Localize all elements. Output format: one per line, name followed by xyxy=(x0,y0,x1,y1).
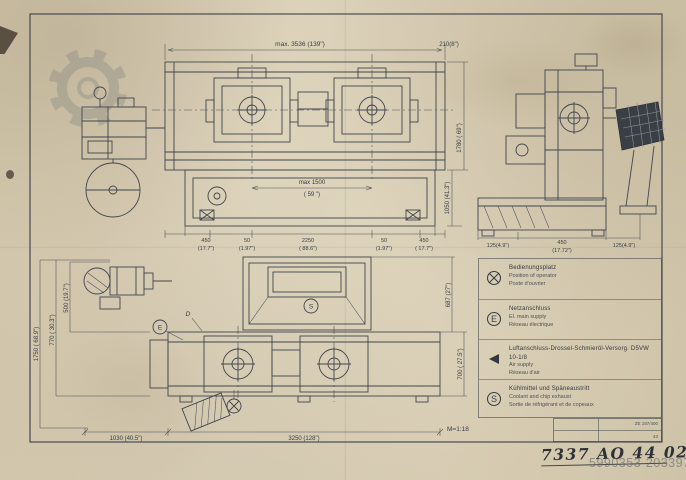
dim-500: 500 (19.7") xyxy=(64,283,70,312)
dim-1050: 1050 (41.3") xyxy=(445,182,451,215)
circle-s-letter: S xyxy=(491,394,497,404)
side-elevation-view xyxy=(477,53,666,237)
legend-text-de: Netzanschluss xyxy=(509,306,551,312)
circle-s-icon: S xyxy=(486,391,502,407)
top-view-centerlines xyxy=(152,54,456,180)
scale-label: M=1:18 xyxy=(447,426,469,433)
legend-text-fr: Réseau électrique xyxy=(509,321,554,328)
black-arrow-icon xyxy=(489,354,499,364)
dim-50l: 50 xyxy=(244,238,250,244)
dim-elev-450: 450 xyxy=(557,240,566,246)
mark-s: S xyxy=(309,304,314,311)
plan-view xyxy=(83,256,441,432)
dim-2250: 2250 xyxy=(302,238,314,244)
legend-item-coolant-chip-exhaust: S Kühlmittel und Späneaustritt Coolant a… xyxy=(479,379,661,419)
watermark-number: 5990353-20339735 xyxy=(589,456,686,470)
dim-1780: 1780 ( 69") xyxy=(457,123,463,152)
title-block-code: ZE 197/400 xyxy=(634,421,658,426)
paper-crease-horizontal xyxy=(0,246,686,249)
dim-1030: 1030 (40.5") xyxy=(110,436,143,442)
dim-210: 210(8") xyxy=(439,42,458,48)
legend-text-en: Coolant and chip exhaust xyxy=(509,393,572,400)
legend-item-air-supply: Luftanschluss-Drossel-Schmieröl-Versorg.… xyxy=(479,339,661,379)
legend-text-en: Air supply xyxy=(509,362,534,369)
punch-hole xyxy=(6,170,14,179)
paper-crease-vertical xyxy=(344,0,347,480)
circle-e-icon: E xyxy=(486,311,502,327)
dim-1500: max 1500 xyxy=(299,180,326,186)
dimension-lines xyxy=(39,44,641,436)
title-block-sheet: 43 xyxy=(652,434,658,439)
legend-text-en: Position of operator xyxy=(509,272,557,279)
dim-elev-450-in: (17.72") xyxy=(552,248,572,254)
legend-text-fr: Poste d'ouvrier xyxy=(509,280,546,287)
dim-687: 687 (27") xyxy=(446,283,452,307)
title-block: ZE 197/400 43 xyxy=(553,418,662,442)
dim-3250: 3250 (128") xyxy=(288,436,319,442)
legend: Bedienungsplatz Position of operator Pos… xyxy=(478,258,662,418)
dim-770: 770 ( 30.3") xyxy=(50,314,56,345)
dim-450l: 450 xyxy=(201,238,210,244)
gear-watermark-icon xyxy=(48,48,128,128)
mark-e: E xyxy=(158,325,163,332)
dim-450l-in: (17.7") xyxy=(198,246,214,252)
sheet-border xyxy=(29,13,663,443)
mark-d: D xyxy=(186,311,191,318)
dim-1750: 1750 ( 68.9") xyxy=(34,327,40,362)
dim-1500-in: ( 59 ") xyxy=(304,192,320,198)
hydraulic-unit xyxy=(81,86,165,218)
dim-450r: 450 xyxy=(419,238,428,244)
legend-text-en: El. main supply xyxy=(509,313,547,320)
dim-50l-in: (1.97") xyxy=(239,246,255,252)
legend-item-operator-position: Bedienungsplatz Position of operator Pos… xyxy=(479,259,661,299)
top-view xyxy=(164,61,446,227)
dim-450r-in: ( 17.7") xyxy=(415,246,433,252)
title-block-divider xyxy=(554,430,661,431)
legend-text-de: Luftanschluss-Drossel-Schmieröl-Versorg.… xyxy=(509,346,650,361)
circle-x-icon xyxy=(486,270,502,286)
chip-conveyor xyxy=(181,392,231,432)
dim-overall-width: max. 3536 (139") xyxy=(275,41,325,48)
dim-125r: 125(4.9") xyxy=(613,243,636,249)
legend-item-mains-supply: E Netzanschluss El. main supply Réseau é… xyxy=(479,299,661,339)
legend-text-fr: Sortie de réfrigérant et de copeaux xyxy=(509,401,594,408)
dim-50r: 50 xyxy=(381,238,387,244)
plan-view-centerlines xyxy=(237,326,335,402)
dim-125l: 125(4.9") xyxy=(487,243,510,249)
legend-text-fr: Réseau d'air xyxy=(509,370,540,377)
dim-50r-in: (1.97") xyxy=(376,246,392,252)
dim-2250-in: ( 88.6") xyxy=(299,246,317,252)
legend-text-de: Kühlmittel und Späneaustritt xyxy=(509,386,590,392)
circle-e-letter: E xyxy=(491,314,497,324)
legend-text-de: Bedienungsplatz xyxy=(509,265,557,271)
dim-700: 700 ( 27.5") xyxy=(458,348,464,379)
